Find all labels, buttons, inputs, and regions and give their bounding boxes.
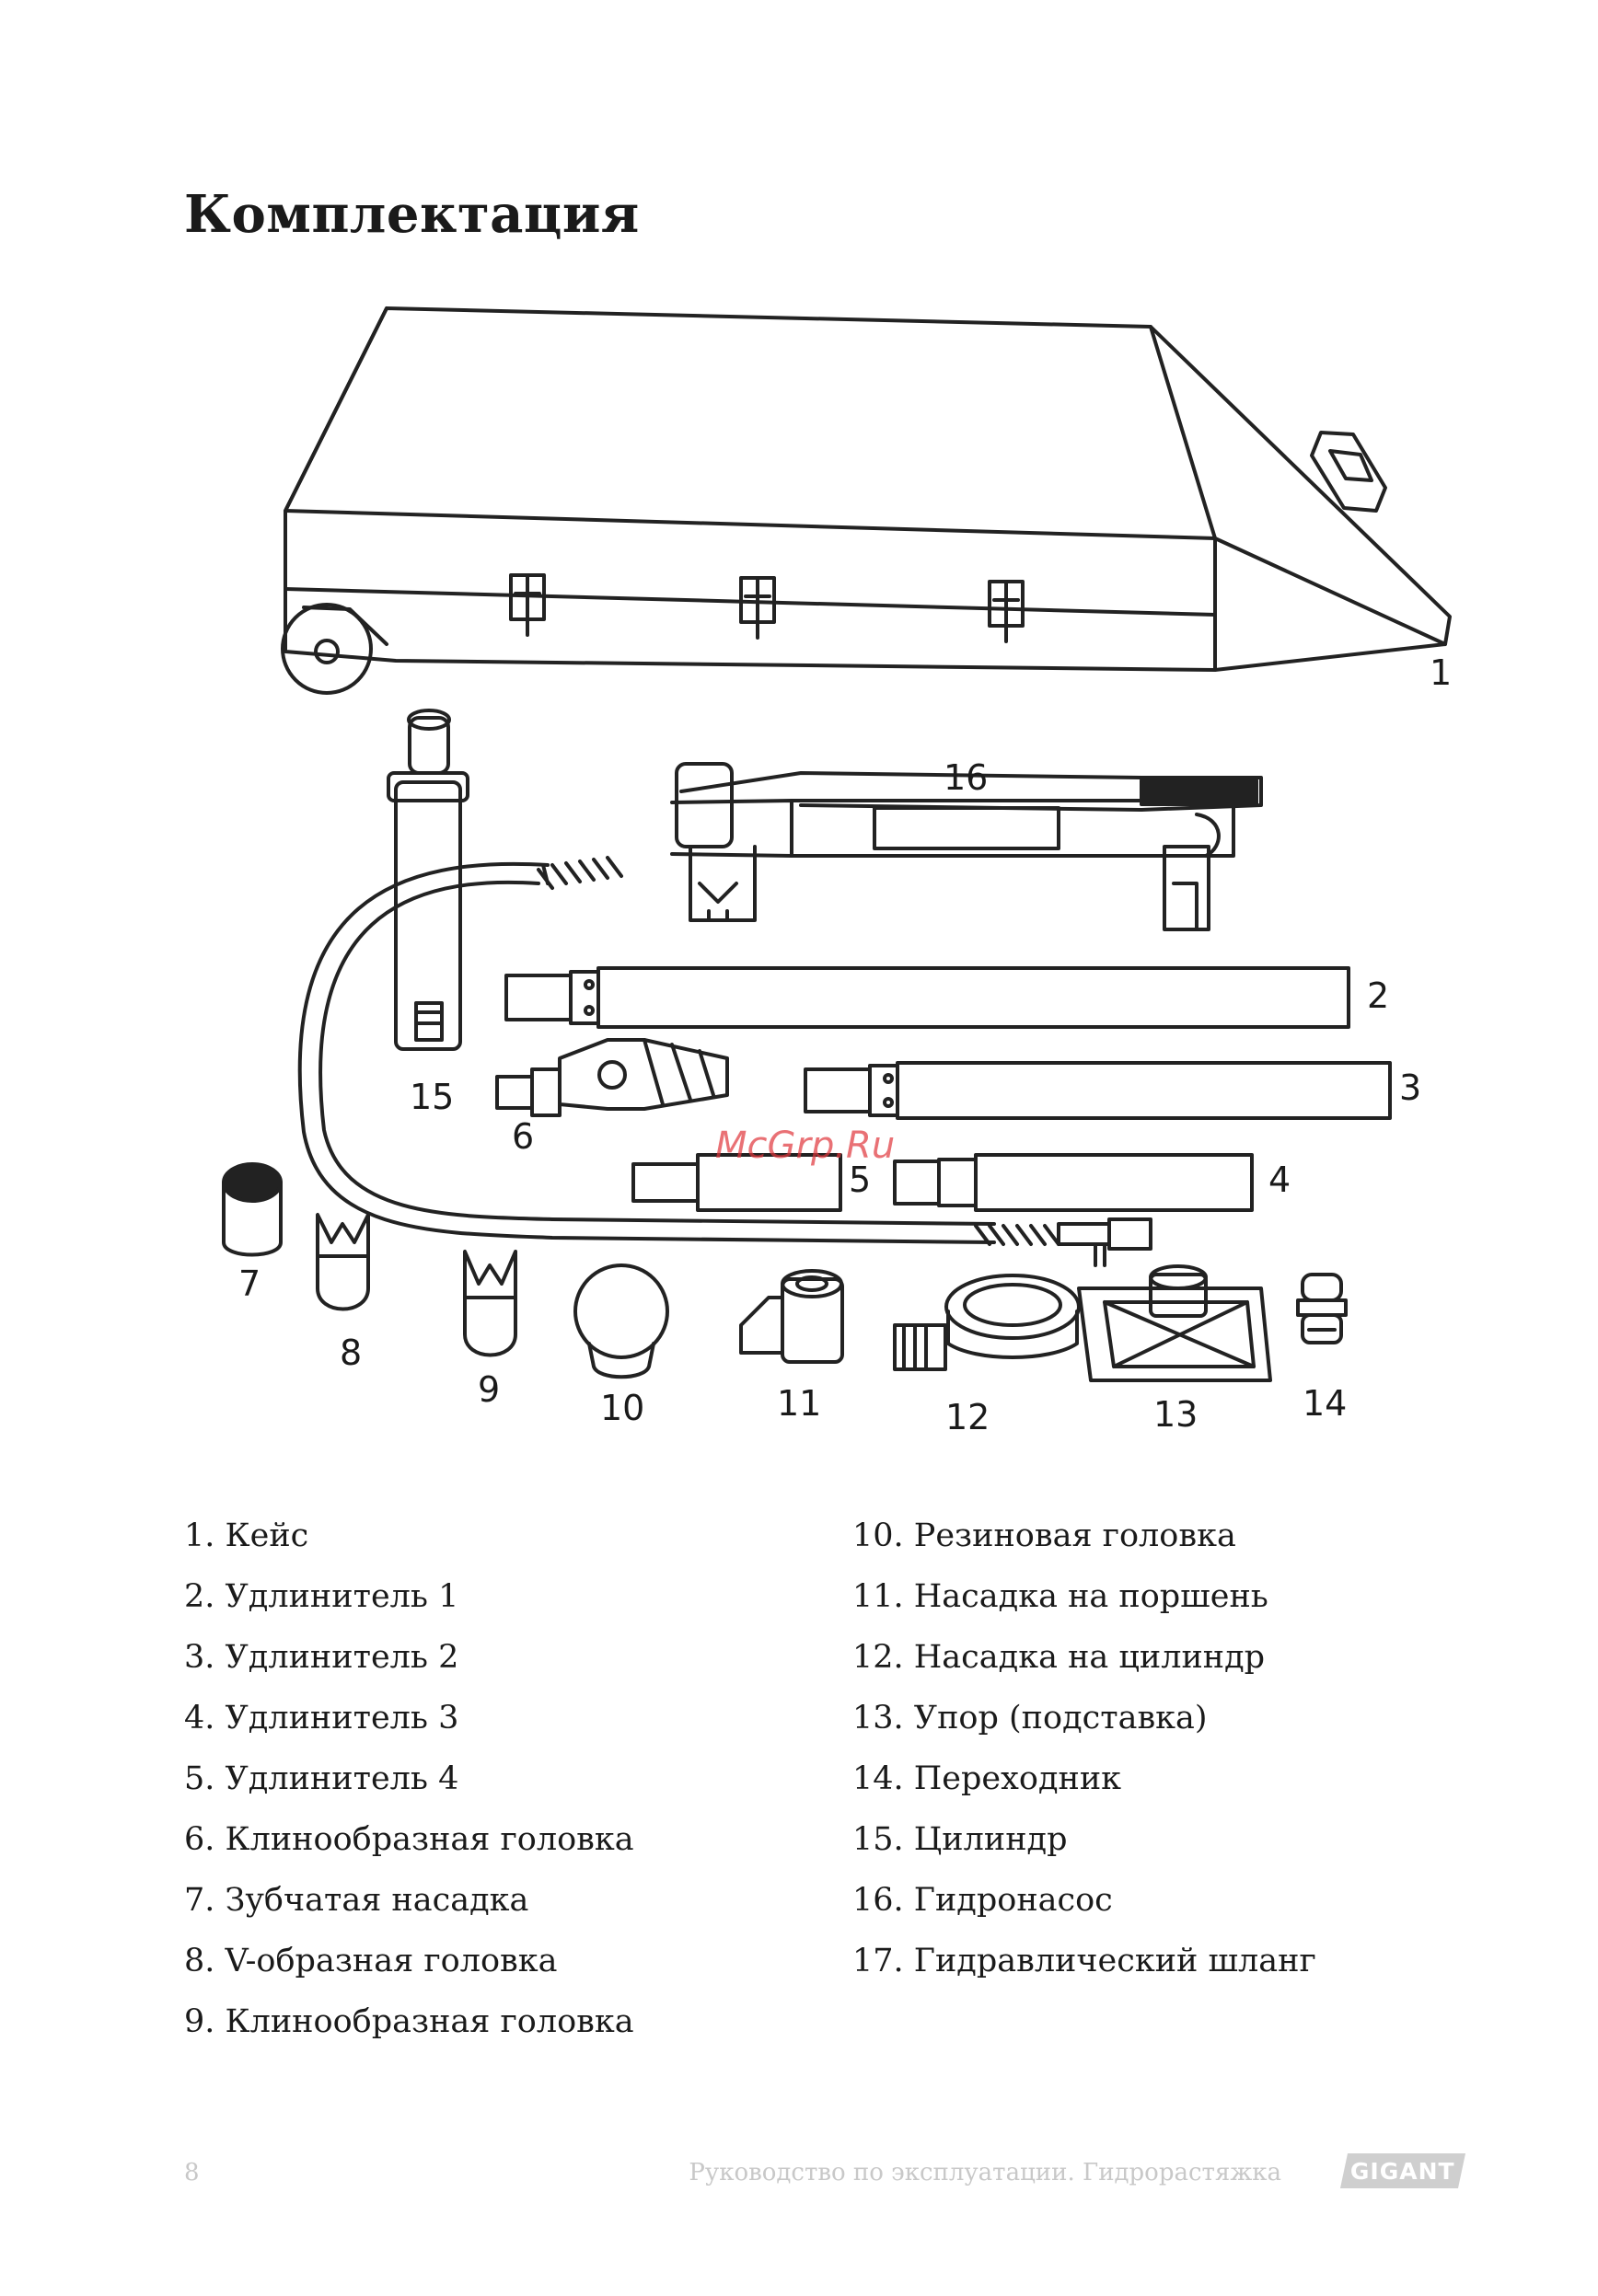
cylinder-drawing: [387, 709, 469, 1051]
parts-column-right: 10. Резиновая головка 11. Насадка на пор…: [852, 1511, 1316, 1997]
callout-10: 10: [600, 1388, 644, 1428]
brand-logo: GIGANT: [1339, 2153, 1466, 2188]
callout-5: 5: [849, 1160, 871, 1200]
part-item: 6. Клинообразная головка: [184, 1821, 634, 1858]
page-footer: 8 Руководство по эксплуатации. Гидрораст…: [0, 2152, 1598, 2207]
part-item: 13. Упор (подставка): [852, 1700, 1208, 1736]
part-item: 5. Удлинитель 4: [184, 1760, 459, 1797]
part-item: 12. Насадка на цилиндр: [852, 1639, 1266, 1676]
callout-2: 2: [1367, 975, 1389, 1016]
part-item: 8. V-образная головка: [184, 1943, 558, 1979]
part-item: 9. Клинообразная головка: [184, 2003, 634, 2040]
document-title: Руководство по эксплуатации. Гидрорастяж…: [689, 2159, 1281, 2186]
part-item: 4. Удлинитель 3: [184, 1700, 459, 1736]
callout-12: 12: [945, 1397, 990, 1437]
extension-2-drawing: [804, 1061, 1392, 1120]
pump-drawing: [670, 762, 1263, 931]
rubber-head-drawing: [573, 1263, 669, 1379]
page-number: 8: [184, 2159, 200, 2186]
callout-7: 7: [238, 1263, 261, 1304]
callout-14: 14: [1303, 1383, 1347, 1424]
part-item: 2. Удлинитель 1: [184, 1578, 459, 1615]
extension-4-drawing: [631, 1153, 842, 1212]
callout-1: 1: [1430, 652, 1452, 693]
brand-logo-text: GIGANT: [1350, 2157, 1455, 2185]
part-item: 10. Резиновая головка: [852, 1517, 1236, 1554]
hose-drawing: [297, 856, 1152, 1267]
callout-6: 6: [512, 1116, 534, 1157]
support-base-drawing: [1077, 1264, 1272, 1382]
part-item: 17. Гидравлический шланг: [852, 1943, 1316, 1979]
callout-9: 9: [478, 1369, 500, 1410]
part-item: 3. Удлинитель 2: [184, 1639, 459, 1676]
callout-16: 16: [944, 757, 988, 798]
cylinder-attachment-drawing: [893, 1274, 1081, 1371]
callout-4: 4: [1268, 1160, 1291, 1200]
extension-3-drawing: [893, 1153, 1254, 1212]
kit-illustration: 1 2 3 4 5 6 7 8 9 10 11 12 13 14 15 16 M…: [0, 276, 1598, 1463]
wedge-head-small-drawing: [463, 1250, 517, 1357]
page-title: Комплектация: [184, 184, 640, 245]
callout-13: 13: [1153, 1394, 1198, 1435]
callout-3: 3: [1399, 1067, 1421, 1108]
part-item: 14. Переходник: [852, 1760, 1122, 1797]
piston-attachment-drawing: [739, 1269, 844, 1364]
case-drawing: [281, 306, 1452, 695]
watermark-text: McGrp.Ru: [715, 1125, 895, 1167]
extension-1-drawing: [504, 966, 1350, 1029]
part-item: 16. Гидронасос: [852, 1882, 1113, 1919]
part-item: 7. Зубчатая насадка: [184, 1882, 529, 1919]
callout-8: 8: [340, 1333, 362, 1373]
v-head-drawing: [316, 1213, 370, 1311]
part-item: 15. Цилиндр: [852, 1821, 1068, 1858]
wedge-head-drawing: [495, 1038, 729, 1117]
toothed-attachment-drawing: [222, 1162, 283, 1257]
callout-11: 11: [777, 1383, 821, 1424]
parts-column-left: 1. Кейс 2. Удлинитель 1 3. Удлинитель 2 …: [184, 1511, 634, 2058]
adapter-drawing: [1296, 1273, 1348, 1344]
part-item: 1. Кейс: [184, 1517, 309, 1554]
callout-15: 15: [410, 1077, 454, 1117]
part-item: 11. Насадка на поршень: [852, 1578, 1268, 1615]
